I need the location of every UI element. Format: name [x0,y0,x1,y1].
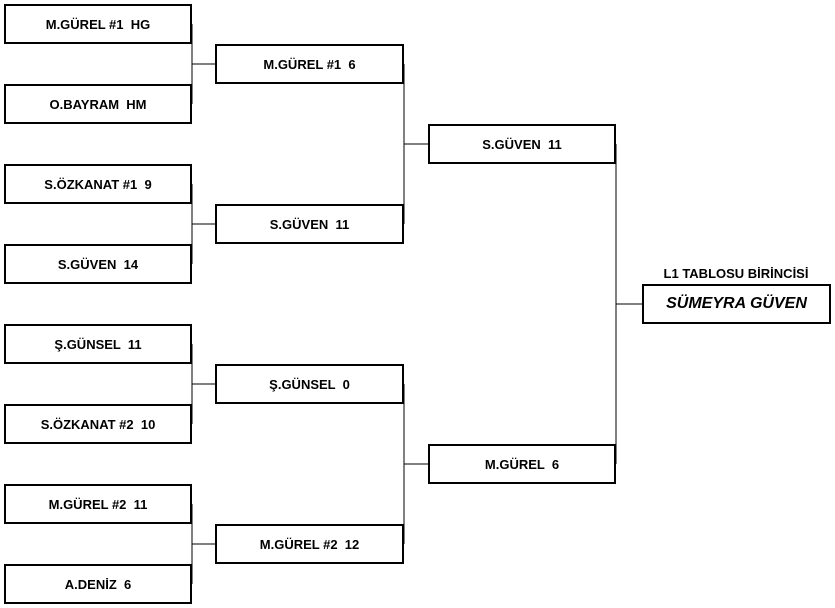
round1-slot-1: M.GÜREL #1 HG [4,4,192,44]
round3-slot-2: M.GÜREL 6 [428,444,616,484]
round1-slot-8: A.DENİZ 6 [4,564,192,604]
winner-title: L1 TABLOSU BİRİNCİSİ [663,266,809,281]
round1-slot-6: S.ÖZKANAT #2 10 [4,404,192,444]
round2-slot-2: S.GÜVEN 11 [215,204,404,244]
round2-slot-1: M.GÜREL #1 6 [215,44,404,84]
round3-slot-1: S.GÜVEN 11 [428,124,616,164]
winner-box: SÜMEYRA GÜVEN [642,284,831,324]
round1-slot-2: O.BAYRAM HM [4,84,192,124]
round1-slot-4: S.GÜVEN 14 [4,244,192,284]
round2-slot-4: M.GÜREL #2 12 [215,524,404,564]
round1-slot-3: S.ÖZKANAT #1 9 [4,164,192,204]
round1-slot-5: Ş.GÜNSEL 11 [4,324,192,364]
round2-slot-3: Ş.GÜNSEL 0 [215,364,404,404]
round1-slot-7: M.GÜREL #2 11 [4,484,192,524]
